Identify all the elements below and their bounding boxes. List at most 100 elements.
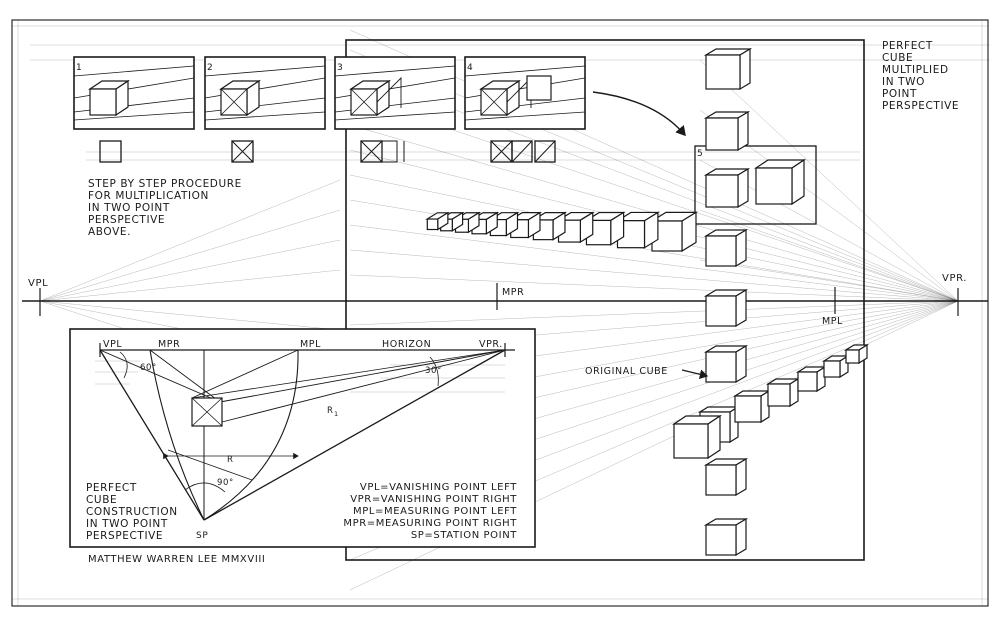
title-line-3: MULTIPLIED — [882, 64, 949, 76]
title-line-4: IN TWO — [882, 76, 925, 88]
step-cube — [219, 79, 261, 117]
construction-labels: VPL MPR MPL HORIZON VPR. 60° 30° 90° R R… — [86, 339, 517, 542]
legend-mpr: MPR=MEASURING POINT RIGHT — [343, 518, 517, 529]
cube-diagonal — [672, 414, 722, 460]
original-cube-arrow — [681, 369, 709, 379]
procedure-note: STEP BY STEP PROCEDURE FOR MULTIPLICATIO… — [88, 178, 242, 238]
angle-90: 90° — [217, 478, 234, 488]
construction-mpr: MPR — [158, 339, 180, 350]
procedure-line-1: STEP BY STEP PROCEDURE — [88, 178, 242, 190]
legend-vpl: VPL=VANISHING POINT LEFT — [360, 482, 517, 493]
ray-left — [39, 269, 341, 302]
cube-front — [705, 54, 741, 90]
cube-side — [735, 288, 747, 328]
cube-side — [735, 457, 747, 497]
step-guide — [204, 65, 326, 77]
legend-mpl: MPL=MEASURING POINT LEFT — [353, 506, 517, 517]
ray-right — [349, 224, 959, 302]
step-guide — [464, 65, 586, 77]
original-cube-label: ORIGINAL CUBE — [585, 366, 668, 377]
cube-front — [705, 464, 737, 496]
step-thumbnails — [73, 56, 586, 130]
angle-60: 60° — [140, 363, 157, 373]
cube-front — [426, 218, 439, 231]
ray-left — [39, 300, 341, 331]
cube-side — [737, 167, 749, 209]
construction-horizon: HORIZON — [382, 339, 431, 350]
title-line-6: PERSPECTIVE — [882, 100, 959, 112]
step-guide — [73, 111, 195, 121]
cube-side — [735, 228, 747, 268]
step-cube — [88, 79, 130, 117]
horizon-line — [22, 283, 988, 316]
construction-title-2: CUBE — [86, 494, 117, 506]
mpl-label: MPL — [822, 316, 843, 327]
station-point: SP — [196, 531, 208, 541]
step-guide — [334, 65, 456, 77]
step-diagonal — [350, 88, 378, 116]
cube-front — [673, 423, 709, 459]
sheet-border — [11, 19, 990, 607]
main-frame — [345, 39, 865, 561]
cube-column — [703, 47, 806, 557]
step-number-3: 3 — [337, 63, 343, 73]
legend-vpr: VPR=VANISHING POINT RIGHT — [350, 494, 517, 505]
cube-front — [755, 167, 793, 205]
vpr-label: VPR. — [942, 273, 967, 284]
title-line-1: PERFECT — [882, 40, 933, 52]
cube-row-left — [425, 211, 699, 253]
ray-left — [39, 209, 341, 302]
step-number-1: 1 — [76, 63, 82, 73]
construction-title-3: CONSTRUCTION — [86, 506, 178, 518]
step-number-5: 5 — [697, 149, 703, 159]
cube-front — [705, 351, 737, 383]
cube-front — [734, 395, 762, 423]
step-cube — [479, 79, 521, 117]
vpl-label: VPL — [28, 278, 48, 289]
construction-title-4: IN TWO POINT — [86, 518, 168, 530]
cube-front — [705, 295, 737, 327]
radius-r: R — [227, 455, 234, 465]
construction-vpl: VPL — [103, 339, 122, 350]
radius-r1-subscript: 1 — [334, 410, 339, 418]
step-number-2: 2 — [207, 63, 213, 73]
angle-30: 30° — [425, 366, 442, 376]
cube-front — [823, 360, 841, 378]
cube-side — [739, 47, 751, 91]
drawing-title: PERFECT CUBE MULTIPLIED IN TWO POINT PER… — [882, 40, 959, 112]
title-line-5: POINT — [882, 88, 917, 100]
step-number-4: 4 — [467, 63, 473, 73]
step-diagonal — [220, 88, 248, 116]
procedure-line-4: PERSPECTIVE — [88, 214, 165, 226]
cube-front — [845, 349, 860, 364]
ray-right — [699, 59, 959, 302]
step-cube — [349, 79, 391, 117]
step-extension — [376, 76, 402, 108]
elevation-row — [86, 140, 860, 163]
cube-side — [789, 377, 799, 408]
cube-side — [735, 344, 747, 384]
ray-left — [39, 179, 341, 302]
construction-mpl: MPL — [300, 339, 321, 350]
ray-left — [39, 239, 341, 302]
ray-right — [699, 209, 959, 302]
title-line-2: CUBE — [882, 52, 913, 64]
construction-title-1: PERFECT — [86, 482, 137, 494]
curved-arrow — [592, 91, 686, 137]
mpr-label: MPR — [502, 287, 524, 298]
step-guide — [204, 111, 326, 121]
signature: MATTHEW WARREN LEE MMXVIII — [88, 554, 265, 565]
step-guide — [73, 65, 195, 77]
procedure-line-5: ABOVE. — [88, 226, 131, 238]
step-guide — [464, 111, 586, 121]
step-diagonal — [480, 88, 508, 116]
construction-title-5: PERSPECTIVE — [86, 530, 163, 542]
cube-front — [705, 174, 739, 208]
step-new-cube — [526, 75, 552, 101]
radius-r1: R — [327, 406, 334, 416]
step-5-box — [694, 145, 817, 225]
ray-right — [349, 274, 959, 302]
ray-right — [349, 300, 959, 326]
cube-side — [735, 517, 747, 557]
